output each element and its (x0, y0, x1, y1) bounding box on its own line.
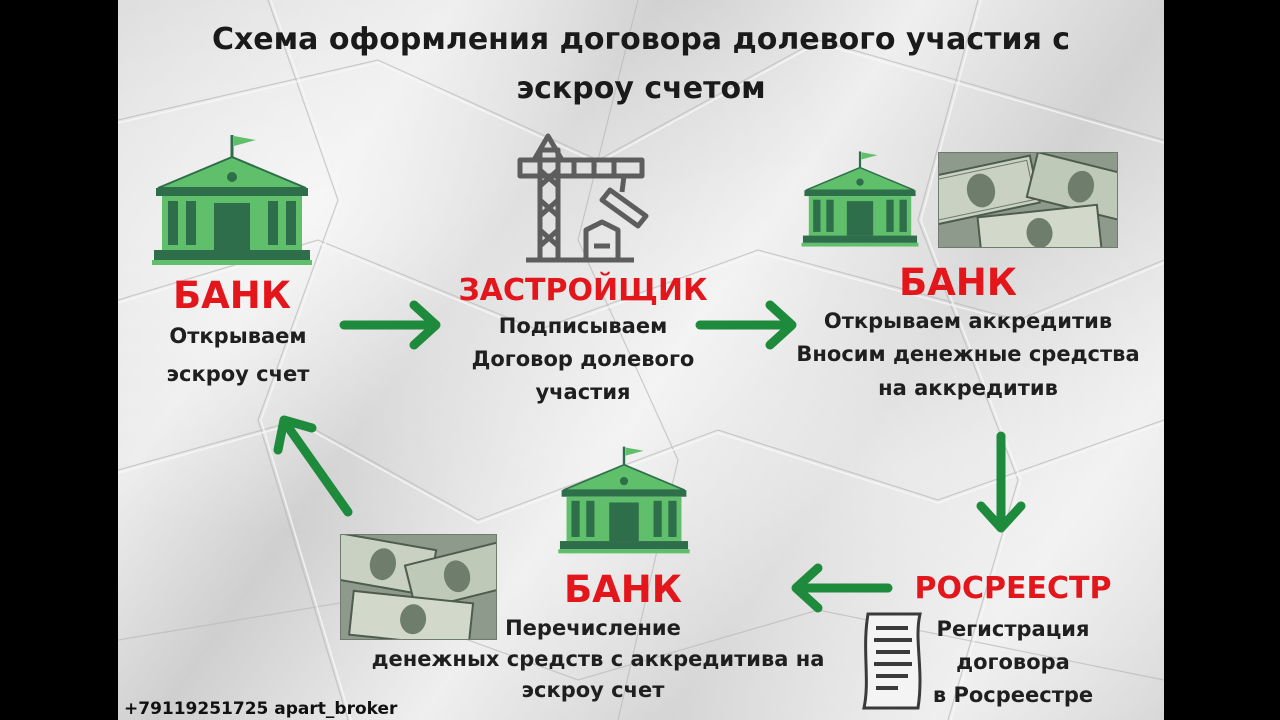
money-photo (938, 152, 1118, 248)
money-photo (340, 534, 497, 640)
bank-icon (801, 151, 919, 247)
rosreestr-text-line2: договора (956, 650, 1070, 674)
arrow-icon (695, 300, 797, 350)
contact-footer: +79119251725 apart_broker (124, 699, 398, 719)
rosreestr-text-line3: в Росреестре (932, 683, 1094, 707)
bank2-text-line3: на аккредитив (878, 376, 1058, 400)
bank2-heading: БАНК (898, 261, 1018, 304)
bank3-text-line3: эскроу счет (521, 678, 665, 702)
developer-heading: ЗАСТРОЙЩИК (458, 273, 708, 308)
bank2-text-line2: Вносим денежные средства (796, 342, 1140, 366)
diagram-title-line2: эскроу счетом (516, 71, 766, 106)
arrow-icon (273, 415, 353, 517)
developer-text-line3: участия (535, 380, 631, 404)
arrow-icon (976, 431, 1026, 533)
arrow-icon (791, 563, 893, 613)
rosreestr-heading: РОСРЕЕСТР (914, 571, 1112, 606)
bank3-text-line2: денежных средств с аккредитива на (371, 647, 825, 671)
bank1-text-line1: Открываем (169, 324, 307, 348)
bank3-text-line1: Перечисление (505, 616, 681, 640)
arrow-icon (339, 300, 441, 350)
developer-text-line1: Подписываем (498, 314, 668, 338)
bank-icon (558, 446, 690, 554)
diagram-title-line1: Схема оформления договора долевого участ… (211, 22, 1071, 57)
diagram-canvas: Схема оформления договора долевого участ… (118, 0, 1164, 720)
bank2-text-line1: Открываем аккредитив (823, 309, 1113, 333)
bank1-heading: БАНК (172, 274, 292, 317)
bank3-heading: БАНК (563, 568, 683, 611)
flow-arrows (273, 300, 1026, 613)
bank1-text-line2: эскроу счет (166, 362, 310, 386)
document-icon (862, 612, 922, 710)
bank-icon (152, 135, 312, 265)
developer-text-line2: Договор долевого (471, 347, 695, 371)
crane-icon (517, 133, 649, 263)
rosreestr-text-line1: Регистрация (936, 617, 1090, 641)
